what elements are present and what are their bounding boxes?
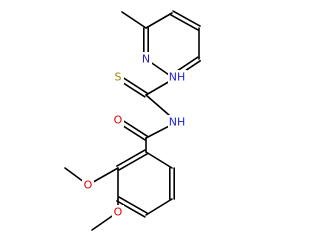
atom-labels: N NH S NH O O O: [82, 52, 187, 219]
thiocarbonyl-sulfur-label: S: [115, 71, 122, 84]
methoxy-oxygen-4: O: [112, 205, 124, 219]
methoxy-oxygen-3-label: O: [84, 179, 93, 192]
thiourea-nh-label: NH: [169, 71, 186, 84]
benzene-bond: [145, 151, 173, 169]
pyridine-nitrogen: N: [140, 52, 152, 66]
benzene-bond-a: [116, 200, 146, 218]
benzene-bond: [145, 198, 173, 216]
pyridine-bond-a: [170, 14, 199, 31]
methoxy-oxygen-3: O: [82, 178, 94, 192]
pyridine-bond: [145, 12, 173, 29]
thiocarbonyl-sulfur: S: [112, 70, 124, 84]
benzene-bond-a: [116, 149, 146, 167]
carbonyl-oxygen-label: O: [114, 114, 123, 127]
chemical-structure: N NH S NH O O O: [64, 10, 202, 231]
methoxy-oxygen-4-label: O: [114, 206, 123, 219]
amide-nh-label: NH: [169, 116, 186, 129]
pyridine-nitrogen-label: N: [142, 53, 150, 66]
benzene-bond-b: [118, 153, 148, 171]
carbonyl-oxygen: O: [112, 113, 124, 127]
methyl-bond: [121, 11, 147, 29]
thiourea-nh: NH: [168, 70, 187, 84]
pyridine-bond-b: [172, 10, 201, 27]
amide-nh: NH: [168, 115, 187, 129]
benzene-bond-b: [118, 196, 148, 214]
